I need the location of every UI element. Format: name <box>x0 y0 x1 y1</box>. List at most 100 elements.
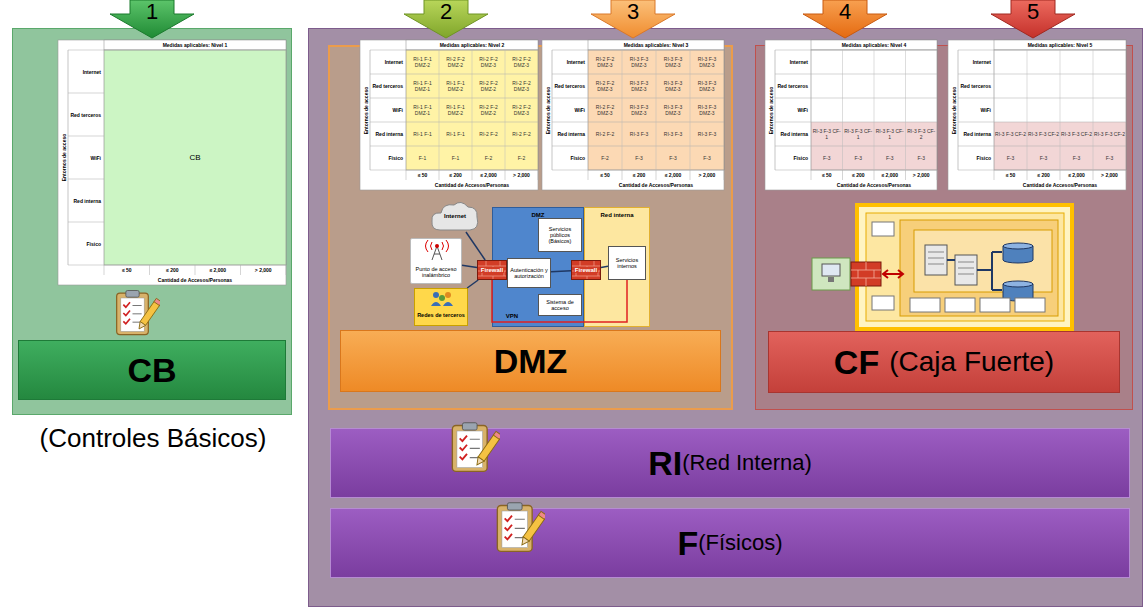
table-cell: RI-2 F-2 DMZ-3 <box>472 50 505 74</box>
table-cell: RI-2 F-2 DMZ-3 <box>505 74 538 98</box>
table-cell: RI-1 F-1 DMZ-2 <box>439 98 472 122</box>
number-arrows <box>110 0 1075 38</box>
grid-line <box>994 170 995 180</box>
table-cell: RI-3 F-3 <box>656 122 690 146</box>
table-frame <box>58 40 286 285</box>
clipboard-icons <box>117 291 547 552</box>
table-cell: F-3 <box>1060 146 1093 170</box>
grid-line <box>552 98 724 99</box>
connector <box>467 280 478 288</box>
column-header: > 2,000 <box>505 170 538 180</box>
table-body <box>994 50 1126 122</box>
grid-line <box>439 170 440 180</box>
text-slot: CB <box>18 340 286 400</box>
column-header: ≤ 2,000 <box>472 170 505 180</box>
connector <box>551 271 571 272</box>
grid-line <box>195 265 196 275</box>
column-header: > 2,000 <box>241 265 287 275</box>
people-icon <box>415 289 469 307</box>
table-cell: RI-3 F-3 CF-2 <box>1027 122 1060 146</box>
grid-line <box>505 50 506 170</box>
table-cell: RI-1 F-1 <box>439 122 472 146</box>
grid-line <box>874 170 875 180</box>
grid-line <box>690 170 691 180</box>
node-text: (Controles Básicos) <box>40 423 267 454</box>
table-cell: F-3 <box>656 146 690 170</box>
row-header: Red interna <box>958 122 992 146</box>
column-header: ≤ 50 <box>104 265 150 275</box>
text-slot: CF(Caja Fuerte) <box>768 331 1120 393</box>
grid-line <box>775 146 937 147</box>
row-header: Red terceros <box>958 74 992 98</box>
grid-line <box>552 50 724 51</box>
column-header: ≤ 2,000 <box>195 265 241 275</box>
table-cell: RI-2 F-2 <box>505 122 538 146</box>
grid-line <box>552 74 724 75</box>
table-header: Medidas aplicables: Nivel 1 <box>104 40 286 50</box>
node-text: (Caja Fuerte) <box>889 346 1054 378</box>
node-text: DMZ <box>494 342 568 381</box>
connector <box>601 266 608 267</box>
text-slot: Firewall <box>572 261 600 279</box>
row-header: WiFi <box>370 98 404 122</box>
row-header: Red interna <box>370 122 404 146</box>
grid-line <box>958 122 1126 123</box>
grid-line <box>775 74 937 75</box>
table-cell: RI-3 F-3 DMZ-3 <box>656 74 690 98</box>
table-cell: F-2 <box>505 146 538 170</box>
grid-line <box>1126 170 1127 180</box>
callout-number: 4 <box>830 0 860 24</box>
table-cell: RI-3 F-3 DMZ-3 <box>690 50 724 74</box>
text-slot: Servicios internos <box>609 247 645 279</box>
table-grid <box>58 40 1126 285</box>
table-cell: RI-3 F-3 CF-1 <box>843 122 875 146</box>
table-body <box>104 50 286 265</box>
table-header: Medidas aplicables: Nivel 5 <box>994 40 1126 50</box>
grid-line <box>1027 170 1028 180</box>
table-cell: RI-3 F-3 DMZ-3 <box>622 50 656 74</box>
grid-line <box>552 122 724 123</box>
grid-line <box>505 170 506 180</box>
table-cell: F-1 <box>406 146 439 170</box>
column-header: ≤ 200 <box>843 170 875 180</box>
table-cell: RI-3 F-3 <box>690 122 724 146</box>
column-header: ≤ 50 <box>406 170 439 180</box>
row-header: Físico <box>958 146 992 170</box>
node-text: (Físicos) <box>698 530 782 556</box>
grid-line <box>958 74 1126 75</box>
text-slot: DMZ <box>340 330 721 392</box>
table-cell: RI-1 F-1 DMZ-1 <box>406 98 439 122</box>
node-text: RI <box>648 444 682 483</box>
table-cell: RI-3 F-3 DMZ-3 <box>622 98 656 122</box>
firewall-box: Firewall <box>477 260 507 280</box>
grid-line <box>149 265 150 275</box>
grid-line <box>724 170 725 180</box>
column-header: ≤ 200 <box>622 170 656 180</box>
callout-number: 2 <box>431 0 461 24</box>
grid-line <box>552 170 724 171</box>
controls-panel: CB(Controles Básicos) <box>12 28 292 415</box>
table-cell: F-3 <box>994 146 1027 170</box>
table-cell: RI-1 F-1 <box>406 122 439 146</box>
column-header: > 2,000 <box>1093 170 1126 180</box>
strip-line <box>958 50 959 170</box>
table-header: Medidas aplicables: Nivel 4 <box>811 40 937 50</box>
node-text: Autenticación y autorización <box>510 267 548 279</box>
grid-line <box>958 170 1126 171</box>
table-cell: RI-2 F-2 DMZ-2 <box>439 50 472 74</box>
node-text: Redes de terceros <box>417 312 465 318</box>
grid-line <box>472 50 473 170</box>
grid-line <box>1027 50 1028 170</box>
callout-number: 3 <box>618 0 648 24</box>
grid-line <box>775 50 937 51</box>
node-text: Firewall <box>480 267 504 273</box>
column-header: ≤ 50 <box>994 170 1027 180</box>
column-header: > 2,000 <box>690 170 724 180</box>
node-text: Internet <box>444 213 466 219</box>
axis-label: Entornos de acceso <box>543 50 552 170</box>
row-header: Físico <box>370 146 404 170</box>
column-header: ≤ 2,000 <box>656 170 690 180</box>
table-header <box>588 40 724 50</box>
grid-line <box>552 146 724 147</box>
strip-line <box>370 50 371 170</box>
